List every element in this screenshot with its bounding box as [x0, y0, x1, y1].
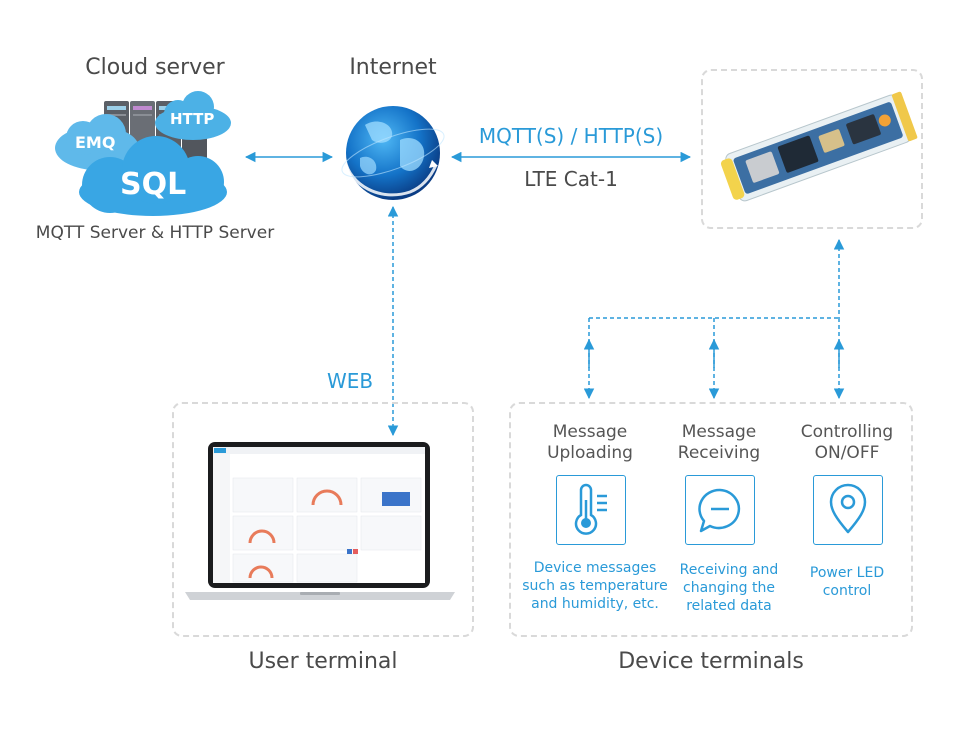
- message-bubble-icon: [698, 488, 741, 533]
- receiving-tile: [685, 475, 755, 545]
- uploading-tile: [556, 475, 626, 545]
- control-desc-text: Power LED control: [809, 565, 885, 599]
- http-label: HTTP: [170, 110, 215, 128]
- uploading-title: Message Uploading: [530, 422, 650, 464]
- control-title: Controlling ON/OFF: [787, 422, 907, 464]
- cloud-server-title: Cloud server: [85, 55, 225, 80]
- emq-cloud-icon: [55, 114, 139, 170]
- user-terminal-box: [172, 402, 474, 637]
- control-title-text: Controlling ON/OFF: [800, 422, 894, 463]
- http-cloud-icon: [155, 91, 231, 140]
- receiving-title-text: Message Receiving: [677, 422, 761, 463]
- device-terminals-box: [509, 402, 913, 637]
- device-terminals-title: Device terminals: [618, 649, 804, 674]
- cloud-server-caption: MQTT Server & HTTP Server: [35, 223, 275, 243]
- receiving-title: Message Receiving: [659, 422, 779, 464]
- sql-label: SQL: [120, 167, 187, 202]
- device-hardware-box: [701, 69, 923, 229]
- uploading-title-text: Message Uploading: [547, 422, 633, 463]
- sql-cloud-icon: [79, 136, 227, 216]
- uploading-desc: Device messages such as temperature and …: [515, 559, 675, 613]
- uploading-desc-text: Device messages such as temperature and …: [522, 560, 668, 612]
- control-tile: [813, 475, 883, 545]
- emq-label: EMQ: [75, 133, 116, 152]
- thermometer-icon: [574, 483, 607, 535]
- receiving-desc-text: Receiving and changing the related data: [679, 562, 779, 614]
- protocol-label: MQTT(S) / HTTP(S): [478, 124, 664, 148]
- internet-title: Internet: [349, 55, 437, 80]
- location-pin-icon: [829, 483, 867, 534]
- control-desc: Power LED control: [767, 564, 927, 600]
- network-label: LTE Cat-1: [524, 167, 618, 191]
- web-label: WEB: [327, 369, 374, 393]
- receiving-desc: Receiving and changing the related data: [649, 561, 809, 615]
- user-terminal-title: User terminal: [248, 649, 398, 674]
